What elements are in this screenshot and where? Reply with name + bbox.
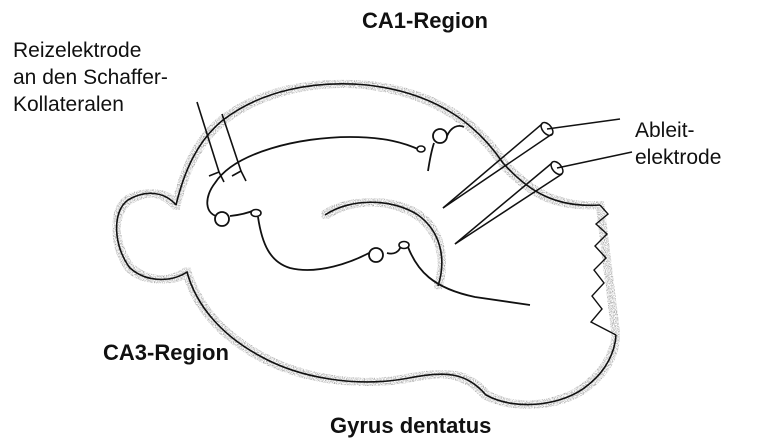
recording-label-line: Ableit- [635, 117, 721, 144]
ca3-region-label: CA3-Region [103, 340, 229, 366]
ca3-neuron [215, 210, 261, 227]
stimulation-label-line: Reizelektrode [13, 37, 168, 64]
dentate-neuron [369, 242, 409, 263]
stimulation-label-line: Kollateralen [13, 91, 168, 118]
recording-electrode-lower [455, 152, 632, 244]
recording-electrode-label: Ableit- elektrode [635, 117, 721, 171]
gyrus-dentatus-label: Gyrus dentatus [330, 413, 491, 439]
stimulation-electrode-arrows [197, 102, 246, 182]
recording-label-line: elektrode [635, 144, 721, 171]
stimulation-electrode-label: Reizelektrode an den Schaffer- Kollatera… [13, 37, 168, 118]
ca1-region-label: CA1-Region [362, 8, 488, 34]
stimulation-label-line: an den Schaffer- [13, 64, 168, 91]
